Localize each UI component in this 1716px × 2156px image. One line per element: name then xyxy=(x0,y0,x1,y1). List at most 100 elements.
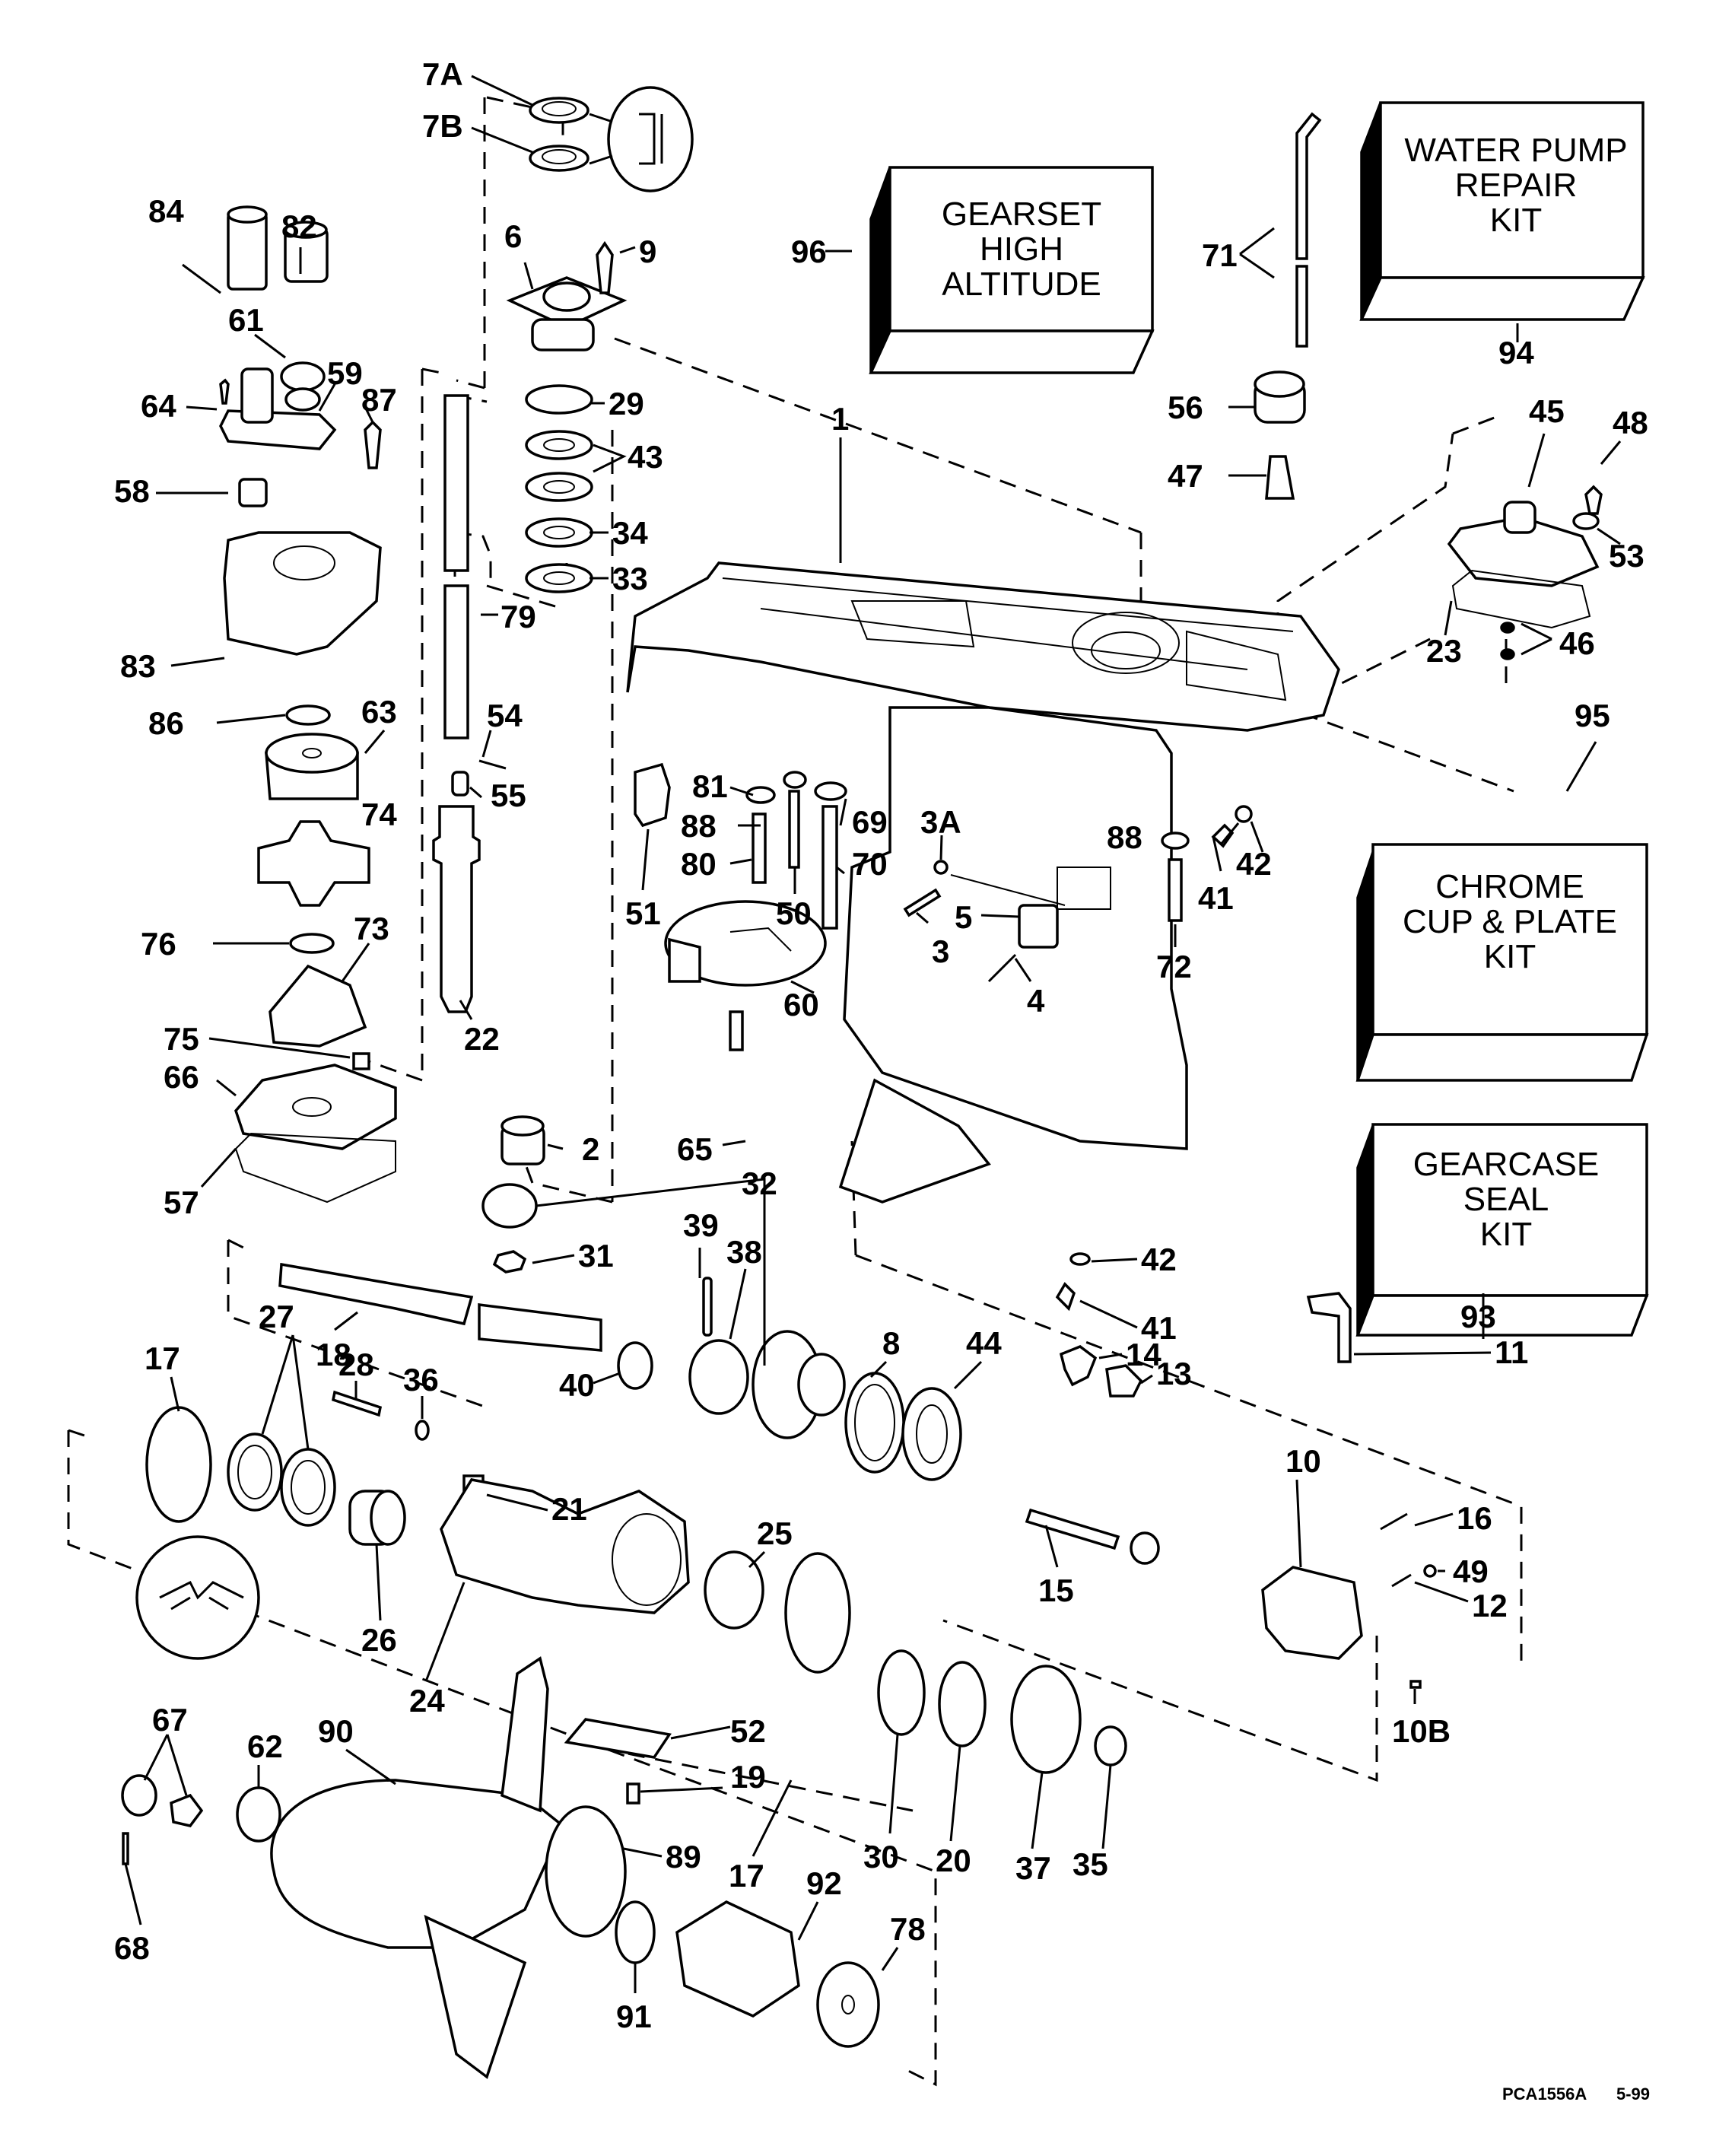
kit-text-line: KIT xyxy=(1480,1216,1532,1253)
part-74-impeller xyxy=(257,820,370,907)
callout-22: 22 xyxy=(464,1021,500,1057)
callout-34: 34 xyxy=(612,515,648,551)
callout-17-right: 17 xyxy=(729,1858,764,1894)
callout-41: 41 xyxy=(1198,880,1234,916)
callout-31: 31 xyxy=(578,1238,614,1274)
part-24-carrier xyxy=(440,1478,690,1614)
callout-93: 93 xyxy=(1460,1299,1496,1334)
part-19 xyxy=(626,1782,640,1805)
callout-53: 53 xyxy=(1609,538,1644,574)
driveshaft-79 xyxy=(443,394,469,572)
part-64 xyxy=(219,378,230,405)
kit-text-line: ALTITUDE xyxy=(942,266,1101,303)
part-31 xyxy=(492,1250,527,1274)
callout-96: 96 xyxy=(791,234,827,269)
kit-text-line: CUP & PLATE xyxy=(1403,903,1617,940)
leader-lines xyxy=(124,75,1622,1993)
part-58 xyxy=(238,478,268,507)
part-51 xyxy=(634,762,671,828)
callout-61: 61 xyxy=(228,302,264,338)
callout-12: 12 xyxy=(1472,1588,1508,1623)
callout-94: 94 xyxy=(1498,335,1534,370)
part-84 xyxy=(227,211,268,291)
part-78 xyxy=(816,1961,880,2048)
callout-54: 54 xyxy=(487,698,523,733)
kit-text-line: HIGH xyxy=(980,231,1063,268)
part-46a xyxy=(1500,622,1515,634)
callout-88: 88 xyxy=(681,808,717,844)
part-55 xyxy=(451,771,469,797)
part-25 xyxy=(704,1550,764,1630)
part-59 xyxy=(280,361,326,392)
callout-82: 82 xyxy=(281,208,317,244)
callout-38: 38 xyxy=(726,1234,762,1270)
part-35 xyxy=(1094,1725,1127,1766)
callout-28: 28 xyxy=(338,1347,374,1382)
callout-59: 59 xyxy=(327,355,363,391)
part-33 xyxy=(525,563,593,593)
part-53 xyxy=(1572,512,1600,530)
part-27-seal xyxy=(227,1433,283,1512)
kit-text-line: KIT xyxy=(1490,202,1542,239)
kit-text-line: GEARCASE xyxy=(1413,1146,1600,1183)
callout-79: 79 xyxy=(500,599,536,634)
part-23-gasket xyxy=(1451,569,1591,629)
callout-30: 30 xyxy=(863,1839,899,1875)
callout-92: 92 xyxy=(806,1865,842,1901)
part-3a xyxy=(933,860,949,875)
part-54 xyxy=(478,759,507,770)
callout-36: 36 xyxy=(403,1362,439,1398)
callout-91: 91 xyxy=(616,1999,652,2034)
part-13 xyxy=(1105,1364,1143,1398)
part-44 xyxy=(901,1387,962,1481)
callout-46: 46 xyxy=(1559,625,1595,661)
part-20 xyxy=(938,1661,987,1747)
callout-42-lower: 42 xyxy=(1141,1242,1177,1277)
part-88-washer xyxy=(745,786,776,804)
part-22 xyxy=(432,805,481,1013)
callout-55: 55 xyxy=(491,777,526,813)
callout-86: 86 xyxy=(148,705,184,741)
part-75 xyxy=(352,1052,370,1070)
part-49 xyxy=(1423,1564,1437,1578)
callout-48: 48 xyxy=(1613,405,1648,440)
parts xyxy=(121,86,1603,2079)
part-57 xyxy=(234,1132,396,1204)
kit-text-line: WATER PUMP xyxy=(1404,132,1627,169)
part-90-propeller xyxy=(270,1779,565,1949)
part-39 xyxy=(702,1277,713,1337)
callout-24: 24 xyxy=(409,1683,445,1719)
drawing-code-footer: PCA1556A 5-99 xyxy=(1502,2084,1650,2104)
part-65 xyxy=(729,1010,744,1051)
callout-47: 47 xyxy=(1168,458,1203,494)
callout-29: 29 xyxy=(609,386,644,421)
part-91 xyxy=(615,1900,656,1964)
callout-8: 8 xyxy=(882,1325,900,1361)
callout-74: 74 xyxy=(361,797,397,832)
part-41-lower xyxy=(1055,1282,1076,1312)
callout-80: 80 xyxy=(681,846,717,882)
callout-75: 75 xyxy=(164,1021,199,1057)
callout-83: 83 xyxy=(120,648,156,684)
part-76 xyxy=(289,933,335,954)
part-60 xyxy=(664,900,827,987)
part-83 xyxy=(223,531,382,656)
callout-58: 58 xyxy=(114,473,150,509)
callout-44: 44 xyxy=(966,1325,1002,1361)
kit-text-line: CHROME xyxy=(1435,868,1584,905)
part-67-nut xyxy=(121,1774,157,1817)
part-89 xyxy=(545,1805,627,1938)
callout-68: 68 xyxy=(114,1930,150,1966)
kit-text-line: REPAIR xyxy=(1455,167,1578,204)
callout-10: 10 xyxy=(1285,1443,1321,1479)
part-70 xyxy=(821,805,838,930)
callout-39: 39 xyxy=(683,1207,719,1243)
part-47 xyxy=(1265,455,1295,500)
drawing-date: 5-99 xyxy=(1616,2084,1650,2104)
callout-52: 52 xyxy=(730,1713,766,1749)
callout-1: 1 xyxy=(831,401,849,437)
callout-15: 15 xyxy=(1038,1572,1074,1608)
callout-2: 2 xyxy=(582,1131,599,1167)
part-45 xyxy=(1447,516,1600,587)
part-61 xyxy=(219,409,337,450)
